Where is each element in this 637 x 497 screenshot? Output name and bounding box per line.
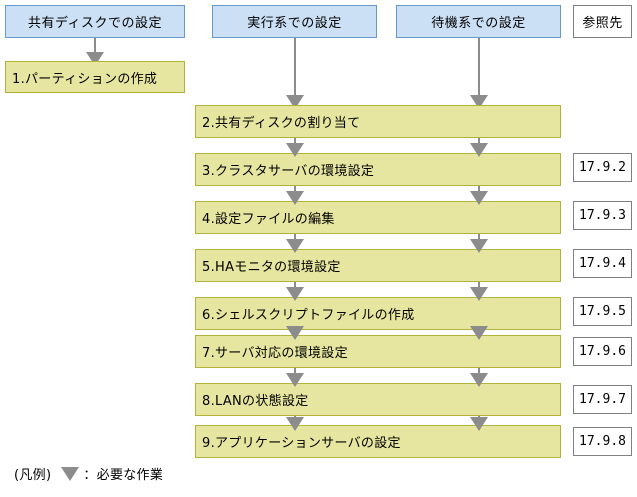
task-box-step-4: 4.設定ファイルの編集 xyxy=(195,201,561,234)
connector-line-step2-to-step3-standby xyxy=(478,138,480,146)
connector-arrowhead-step2-to-step3-standby xyxy=(470,143,488,157)
connector-line-step5-to-step6-standby xyxy=(478,282,480,290)
connector-arrowhead-step3-to-step4-standby xyxy=(470,191,488,205)
down-triangle-icon xyxy=(61,466,80,481)
task-box-step-6: 6.シェルスクリプトファイルの作成 xyxy=(195,297,561,330)
reference-box-step-3: 17.9.2 xyxy=(573,153,632,182)
connector-arrowhead-step7-to-step8-active xyxy=(286,373,304,387)
connector-line-step2-to-step3-active xyxy=(294,138,296,146)
column-header-active-system: 実行系での設定 xyxy=(212,5,377,38)
connector-line-step4-to-step5-standby xyxy=(478,234,480,242)
column-header-reference: 参照先 xyxy=(573,5,632,38)
task-box-step-1: 1.パーティションの作成 xyxy=(5,61,185,93)
connector-line-step7-to-step8-standby xyxy=(478,368,480,376)
connector-arrowhead-step7-to-step8-standby xyxy=(470,373,488,387)
legend-text: ：必要な作業 xyxy=(83,468,164,483)
reference-box-step-4: 17.9.3 xyxy=(573,201,632,230)
connector-line-active-to-step2 xyxy=(294,38,296,101)
connector-arrowhead-step2-to-step3-active xyxy=(286,143,304,157)
connector-line-step3-to-step4-standby xyxy=(478,186,480,194)
reference-box-step-9: 17.9.8 xyxy=(573,427,632,456)
legend: (凡例) ：必要な作業 xyxy=(14,464,163,483)
task-box-step-3: 3.クラスタサーバの環境設定 xyxy=(195,153,561,186)
reference-box-step-6: 17.9.5 xyxy=(573,297,632,326)
connector-arrowhead-step5-to-step6-active xyxy=(286,287,304,301)
task-box-step-2: 2.共有ディスクの割り当て xyxy=(195,105,561,138)
connector-line-shared-to-step1 xyxy=(94,38,96,58)
connector-arrowhead-step3-to-step4-active xyxy=(286,191,304,205)
reference-box-step-7: 17.9.6 xyxy=(573,337,632,366)
task-box-step-9: 9.アプリケーションサーバの設定 xyxy=(195,425,561,458)
connector-arrowhead-step5-to-step6-standby xyxy=(470,287,488,301)
task-box-step-7: 7.サーバ対応の環境設定 xyxy=(195,335,561,368)
connector-line-step5-to-step6-active xyxy=(294,282,296,290)
connector-line-step4-to-step5-active xyxy=(294,234,296,242)
legend-prefix: (凡例) xyxy=(14,468,52,483)
connector-arrowhead-step6-to-step7-standby xyxy=(470,326,488,340)
connector-arrowhead-step4-to-step5-active xyxy=(286,239,304,253)
column-header-standby-system: 待機系での設定 xyxy=(396,5,561,38)
connector-arrowhead-step8-to-step9-active xyxy=(286,417,304,431)
connector-line-standby-to-step2 xyxy=(478,38,480,101)
reference-box-step-8: 17.9.7 xyxy=(573,385,632,414)
column-header-shared-disk: 共有ディスクでの設定 xyxy=(5,5,185,38)
connector-arrowhead-step8-to-step9-standby xyxy=(470,417,488,431)
connector-line-step7-to-step8-active xyxy=(294,368,296,376)
reference-box-step-5: 17.9.4 xyxy=(573,249,632,278)
connector-line-step3-to-step4-active xyxy=(294,186,296,194)
connector-arrowhead-step6-to-step7-active xyxy=(286,326,304,340)
task-box-step-8: 8.LANの状態設定 xyxy=(195,383,561,416)
task-box-step-5: 5.HAモニタの環境設定 xyxy=(195,249,561,282)
connector-arrowhead-step4-to-step5-standby xyxy=(470,239,488,253)
